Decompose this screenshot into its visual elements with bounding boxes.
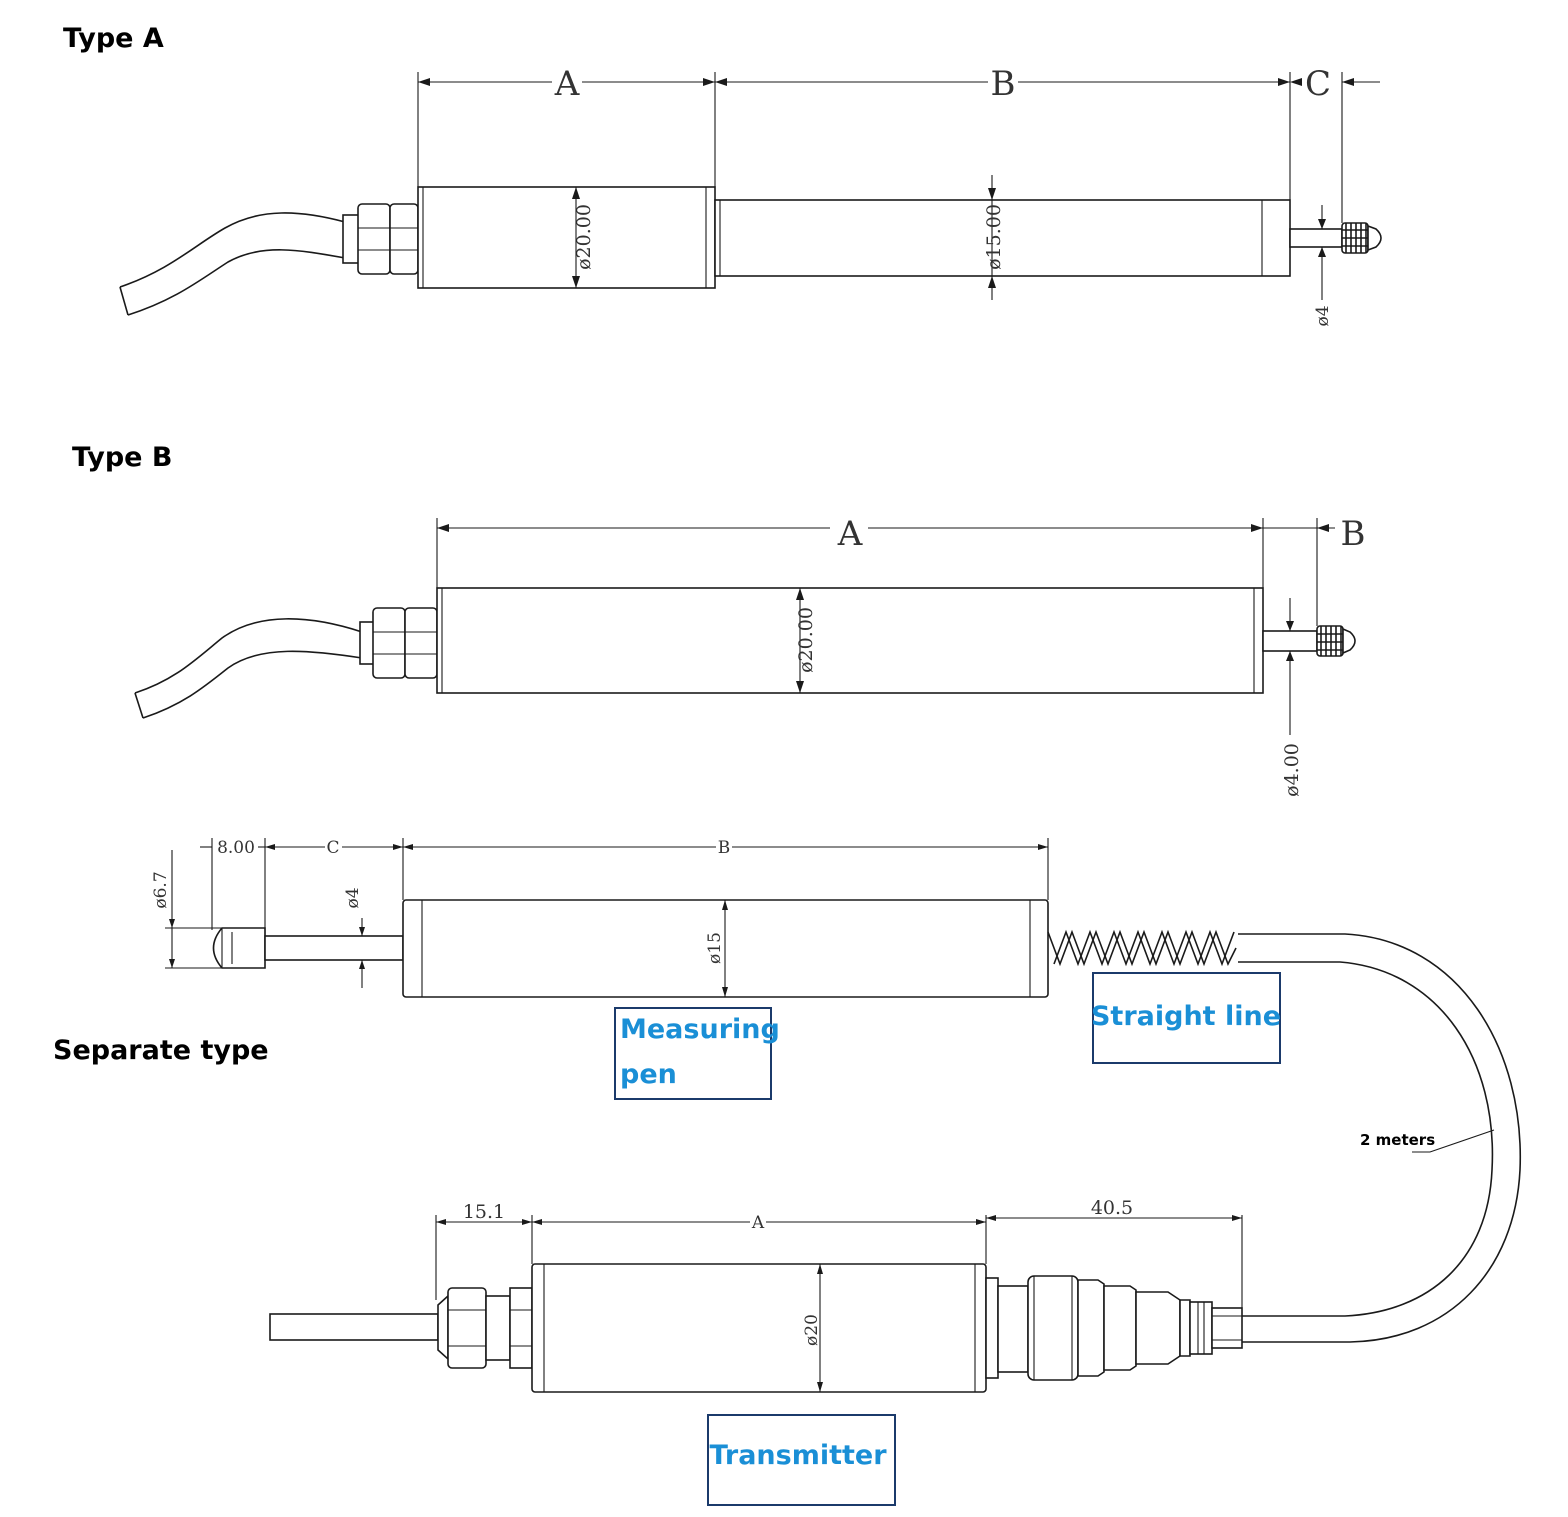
type-b-dim-b: B	[1341, 514, 1366, 554]
separate-dim-cable-length: 2 meters	[1360, 1131, 1435, 1149]
separate-transmitter-drawing: 15.1 A 40.5 ø20	[269, 1197, 1243, 1393]
type-a-body	[417, 186, 716, 289]
transmitter-cable-gland	[437, 1287, 533, 1369]
callout-straight-line-text: Straight line	[1091, 1001, 1281, 1032]
callout-transmitter: Transmitter	[707, 1414, 896, 1506]
transmitter-dim-a: A	[751, 1213, 765, 1233]
type-a-cable-edge	[127, 249, 346, 316]
heading-type-a: Type A	[63, 23, 164, 54]
transmitter-dim-diameter: ø20	[802, 1314, 822, 1346]
separate-spring	[1047, 929, 1237, 967]
type-b-drawing: A B ø20.00 ø4.00	[134, 514, 1366, 797]
type-a-drawing: A B C ø20.00 ø15.00 ø4	[119, 64, 1382, 327]
type-a-cable	[119, 212, 346, 288]
type-a-rod	[714, 199, 1291, 277]
transmitter-dim-connector: 40.5	[1091, 1197, 1133, 1219]
type-b-dim-tip-diameter: ø4.00	[1281, 743, 1303, 797]
type-b-tip-shaft	[1262, 630, 1318, 652]
type-b-body	[436, 587, 1264, 694]
separate-dim-c: C	[326, 838, 339, 858]
type-a-cable-gland	[342, 203, 419, 275]
type-a-dim-body-diameter: ø20.00	[573, 204, 595, 270]
type-a-tip-shaft	[1289, 228, 1343, 248]
transmitter-connector	[985, 1275, 1243, 1381]
heading-separate-type: Separate type	[53, 1035, 269, 1066]
type-a-dim-a: A	[554, 64, 580, 104]
separate-dim-b: B	[718, 838, 731, 858]
type-a-dim-tip-diameter: ø4	[1313, 305, 1333, 326]
separate-dim-rod-diameter: ø4	[343, 887, 363, 908]
separate-dim-tip-length: 8.00	[217, 838, 255, 858]
separate-dim-pen-diameter: ø15	[705, 932, 725, 964]
separate-cable-inner	[1238, 961, 1494, 1317]
callout-transmitter-text: Transmitter	[709, 1440, 887, 1471]
type-b-cable	[134, 618, 363, 694]
callout-measuring-pen: Measuring pen	[614, 1007, 780, 1100]
separate-dim-tip-diameter: ø6.7	[151, 871, 171, 908]
callout-straight-line: Straight line	[1091, 972, 1281, 1064]
type-b-dim-a: A	[837, 514, 863, 554]
type-a-dim-b: B	[991, 64, 1016, 104]
transmitter-dim-gland: 15.1	[463, 1201, 505, 1223]
separate-measuring-pen-drawing: 2 meters 8.00 C B ø6.7 ø4 ø15	[151, 838, 1522, 1343]
type-b-dim-body-diameter: ø20.00	[795, 607, 817, 673]
type-a-probe-tip	[1341, 222, 1382, 254]
type-b-probe-tip	[1316, 625, 1356, 657]
heading-type-b: Type B	[72, 442, 172, 473]
type-a-dim-rod-diameter: ø15.00	[983, 204, 1005, 270]
type-a-dim-c: C	[1305, 64, 1331, 104]
transmitter-body	[531, 1263, 987, 1393]
separate-probe-tip	[212, 927, 266, 969]
type-b-cable-gland	[359, 607, 438, 679]
separate-cable-outer	[1238, 933, 1522, 1343]
callout-measuring-pen-line2: pen	[620, 1059, 677, 1090]
transmitter-left-cable	[269, 1313, 439, 1341]
callout-measuring-pen-line1: Measuring	[620, 1014, 780, 1045]
separate-rod	[264, 935, 404, 961]
